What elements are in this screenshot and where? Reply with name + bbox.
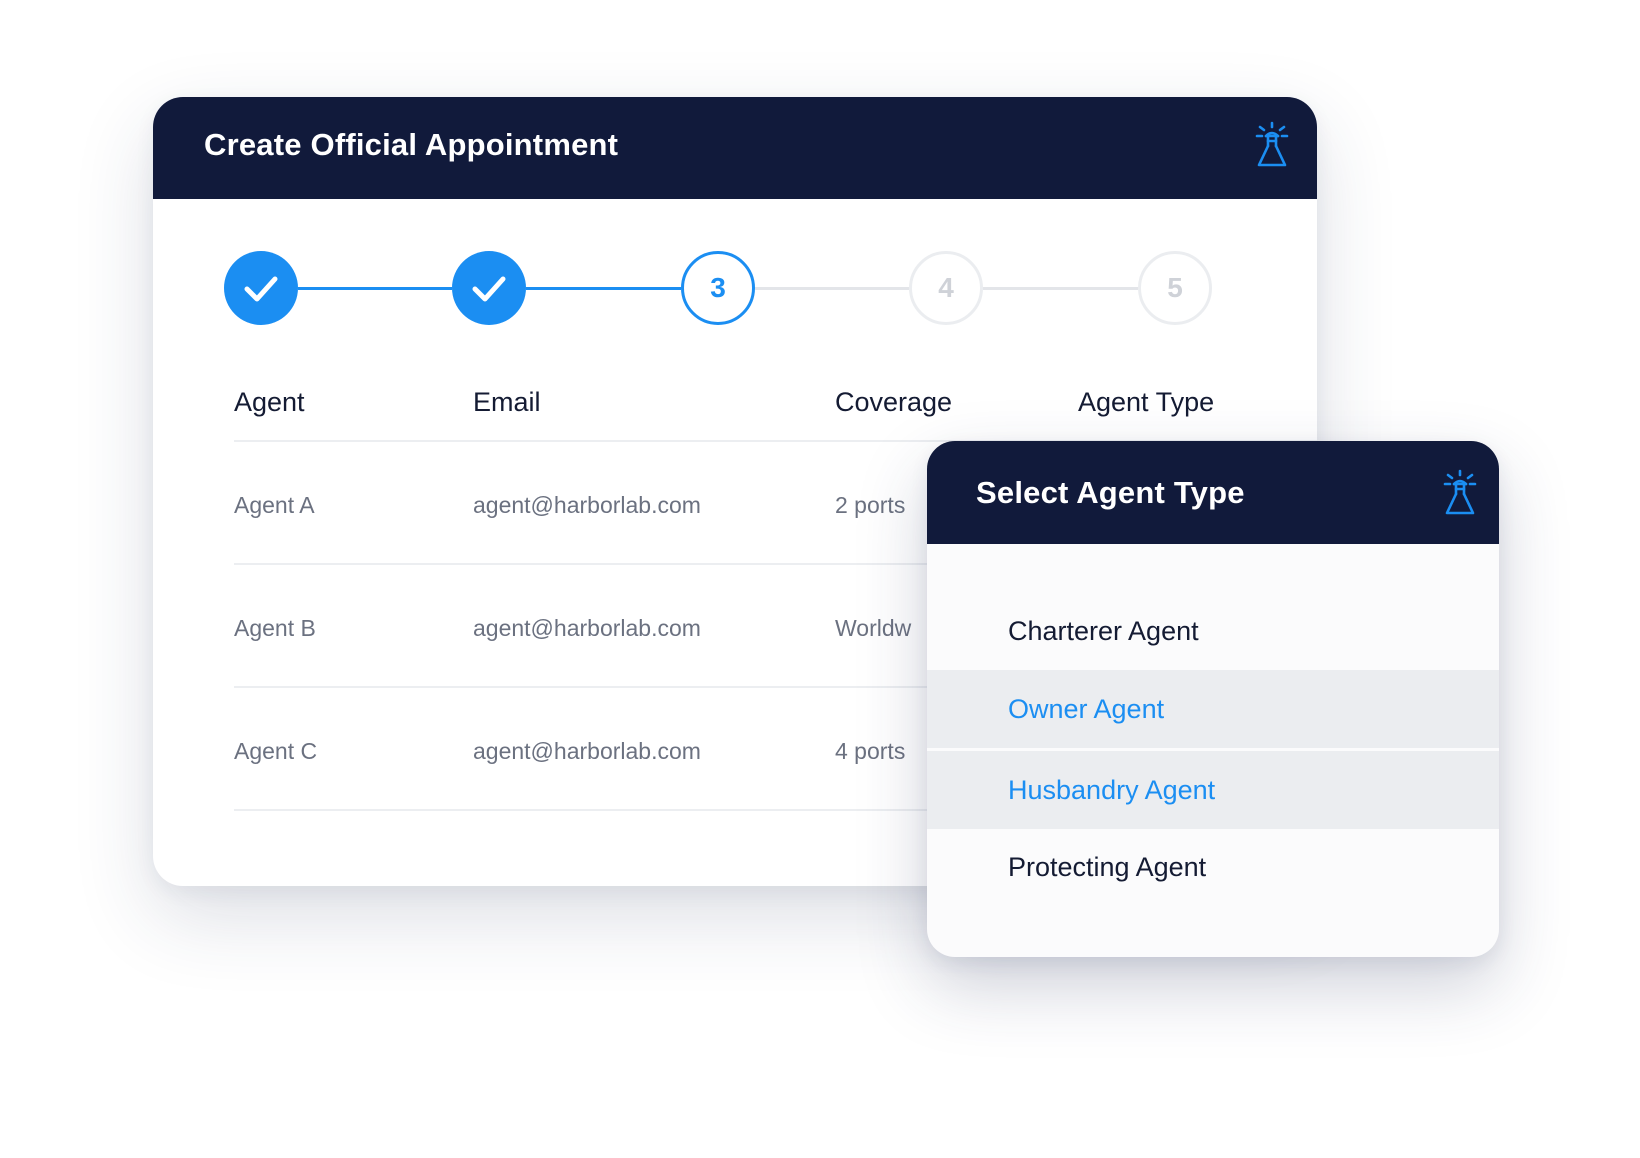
step-3-current[interactable]: 3 [681, 251, 755, 325]
column-header-coverage: Coverage [835, 387, 953, 417]
cell-email: agent@harborlab.com [473, 615, 701, 641]
step-number: 3 [710, 272, 726, 303]
option-owner-agent[interactable]: Owner Agent [927, 670, 1499, 748]
option-husbandry-agent[interactable]: Husbandry Agent [927, 751, 1499, 829]
step-connector [526, 287, 681, 290]
column-header-agent-type: Agent Type [1078, 387, 1215, 417]
step-1-complete[interactable] [224, 251, 298, 325]
cell-agent: Agent C [234, 738, 318, 764]
cell-email: agent@harborlab.com [473, 492, 701, 518]
cell-agent: Agent B [234, 615, 316, 641]
popup-header: Select Agent Type [927, 441, 1499, 544]
option-label: Husbandry Agent [1008, 774, 1216, 805]
option-label: Charterer Agent [1008, 615, 1199, 646]
lighthouse-icon [1255, 121, 1289, 174]
step-connector [298, 287, 452, 290]
page-title: Create Official Appointment [204, 127, 619, 162]
step-2-complete[interactable] [452, 251, 526, 325]
table-divider [234, 440, 1317, 442]
step-5[interactable]: 5 [1138, 251, 1212, 325]
step-number: 5 [1167, 272, 1183, 303]
step-connector [755, 287, 909, 290]
table-divider [234, 809, 1317, 811]
option-protecting-agent[interactable]: Protecting Agent [927, 828, 1499, 906]
step-number: 4 [938, 272, 954, 303]
table-divider [234, 563, 1317, 565]
popup-title: Select Agent Type [976, 475, 1245, 510]
cell-email: agent@harborlab.com [473, 738, 701, 764]
cell-coverage: 2 ports [835, 492, 906, 518]
card-header: Create Official Appointment [153, 97, 1317, 199]
column-header-agent: Agent [234, 387, 305, 417]
cell-agent: Agent A [234, 492, 315, 518]
agent-type-dropdown: Select Agent Type Charterer Agent Owner … [927, 441, 1499, 957]
step-4[interactable]: 4 [909, 251, 983, 325]
option-label: Protecting Agent [1008, 851, 1207, 882]
cell-coverage: 4 ports [835, 738, 906, 764]
progress-stepper: 3 4 5 [153, 97, 1317, 886]
column-header-email: Email [473, 387, 541, 417]
checkmark-icon [472, 276, 506, 302]
cell-coverage: Worldw [835, 615, 912, 641]
step-connector [983, 287, 1138, 290]
table-divider [234, 686, 1317, 688]
lighthouse-icon [1443, 469, 1477, 522]
checkmark-icon [244, 276, 278, 302]
option-charterer-agent[interactable]: Charterer Agent [927, 592, 1499, 670]
option-label: Owner Agent [1008, 693, 1165, 724]
